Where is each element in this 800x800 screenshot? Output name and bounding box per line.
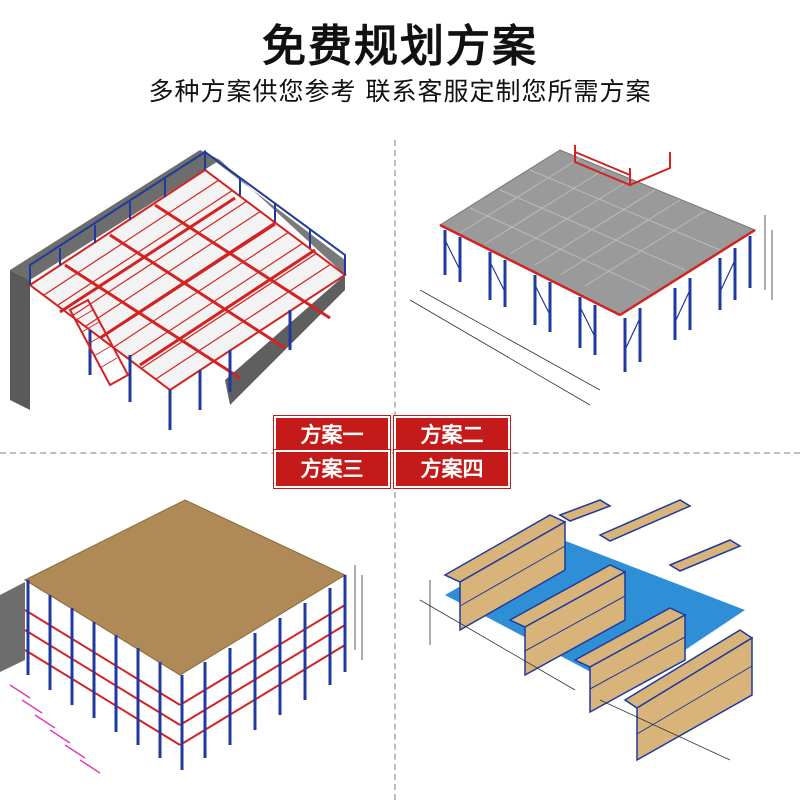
plan-two-label[interactable]: 方案二 (396, 418, 508, 452)
divider-vertical (394, 140, 396, 800)
plan-one-diagram (0, 140, 390, 440)
plan-two-diagram (400, 140, 800, 440)
plan-four-diagram (400, 460, 800, 800)
page-subtitle: 多种方案供您参考 联系客服定制您所需方案 (148, 77, 652, 106)
plan-four-label[interactable]: 方案四 (396, 452, 508, 486)
plan-three-diagram (0, 460, 390, 800)
plan-three-label[interactable]: 方案三 (276, 452, 388, 486)
page-title: 免费规划方案 (262, 21, 538, 72)
plan-one-label[interactable]: 方案一 (276, 418, 388, 452)
